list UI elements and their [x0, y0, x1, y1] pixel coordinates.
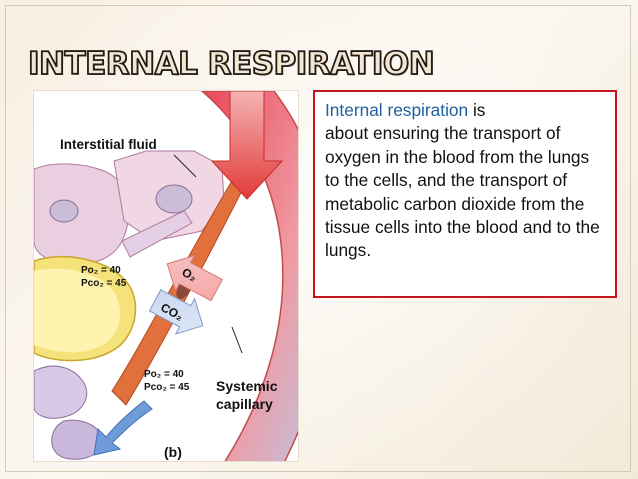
panel-label: (b) [164, 444, 182, 460]
term-connector: is [468, 100, 486, 120]
definition-text: about ensuring the transport of oxygen i… [325, 123, 600, 261]
slide-title: INTERNAL RESPIRATION [27, 45, 436, 83]
cell-po2-label: Po₂ = 40 [81, 265, 121, 276]
capillary-diagram: Interstitial fluid Po₂ = 40 Pco₂ = 45 O₂… [33, 90, 299, 462]
blood-po2-label: Po₂ = 40 [144, 369, 184, 380]
systemic-label: Systemic [216, 378, 278, 394]
slide-frame [5, 5, 631, 472]
interstitial-fluid-label: Interstitial fluid [60, 137, 157, 152]
blood-pco2-label: Pco₂ = 45 [144, 382, 190, 393]
capillary-label: capillary [216, 396, 273, 412]
highlight-term: Internal respiration [325, 100, 469, 120]
o2-arrow-label: O₂ [180, 265, 200, 284]
definition-box: Internal respiration is about ensuring t… [313, 90, 617, 298]
cell-pco2-label: Pco₂ = 45 [81, 278, 127, 289]
